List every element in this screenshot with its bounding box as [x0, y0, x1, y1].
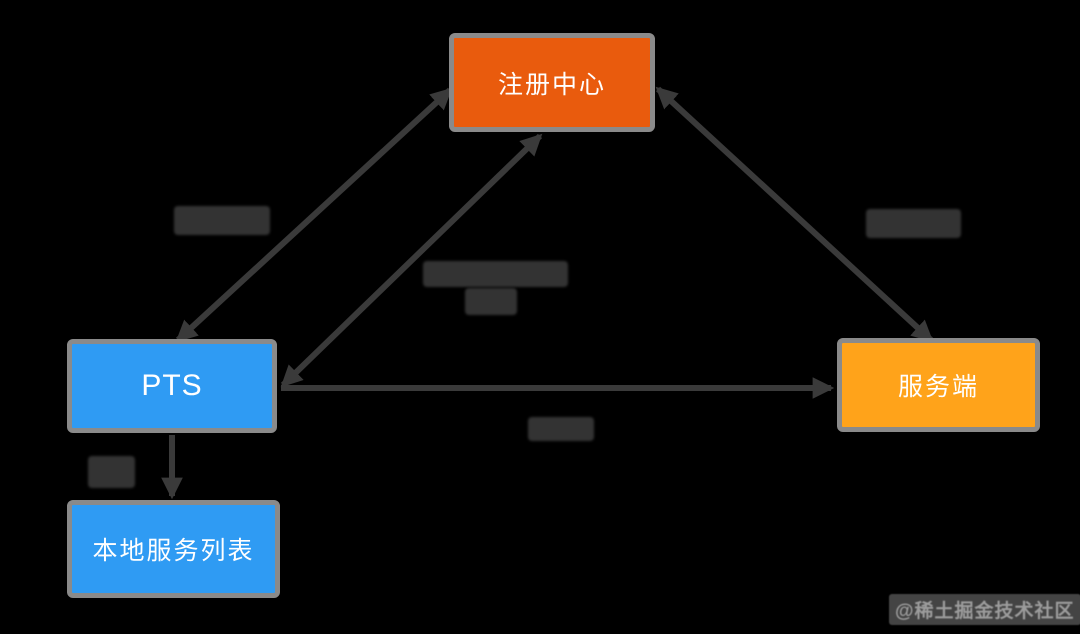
edge-label-redacted-pts-server	[528, 417, 594, 441]
edge-label-redacted-server-registry	[866, 209, 961, 238]
node-server-label: 服务端	[897, 373, 979, 401]
edge-label-redacted-pts-registry-middle-line1	[423, 261, 568, 287]
node-local-service-list: 本地服务列表	[67, 500, 280, 598]
edge-label-redacted-pts-registry-left	[174, 206, 270, 235]
node-local-service-list-label: 本地服务列表	[92, 537, 255, 565]
watermark-text: @稀土掘金技术社区	[889, 594, 1080, 625]
node-registry-center-label: 注册中心	[497, 70, 606, 99]
edge-label-redacted-pts-registry-middle-line2	[465, 288, 517, 315]
edge-pts-registry-middle-line	[280, 133, 543, 388]
node-pts-label: PTS	[141, 369, 203, 402]
edge-server-registry-line	[655, 86, 934, 343]
node-registry-center: 注册中心	[449, 33, 655, 132]
node-server: 服务端	[837, 338, 1040, 432]
node-pts: PTS	[67, 339, 277, 433]
edge-label-redacted-pts-local-list	[88, 456, 135, 488]
